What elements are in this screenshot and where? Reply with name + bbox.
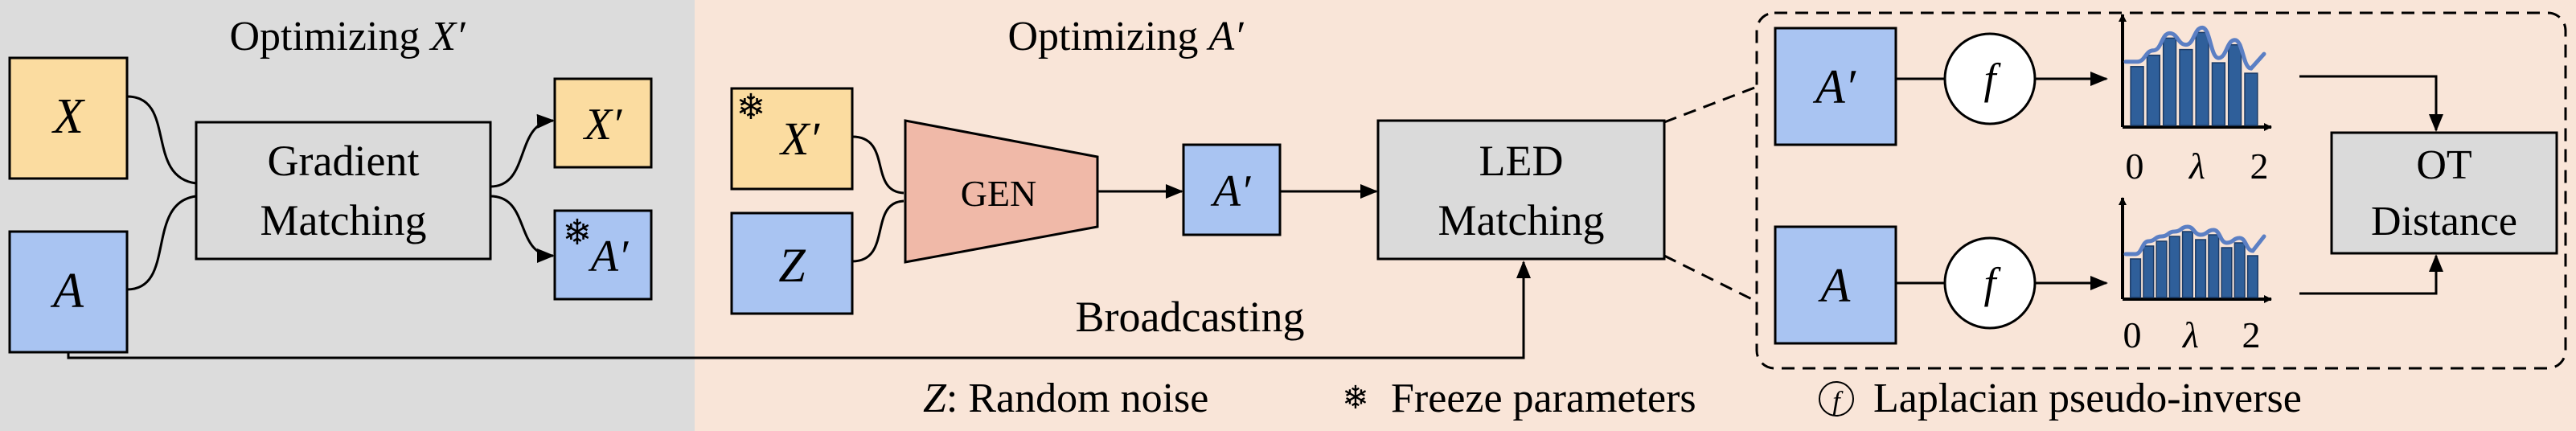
chart-top-tick-mid: λ — [2188, 146, 2205, 187]
arrow-gm-to-a-prime — [490, 195, 555, 263]
chart-bottom-bars — [2130, 231, 2258, 298]
snowflake-icon: ❄ — [563, 212, 593, 253]
input-a-box — [8, 230, 129, 354]
chart-top-bar-3 — [2179, 48, 2193, 126]
chart-top-bar-7 — [2244, 72, 2258, 126]
led-matching-line1: LED — [1479, 137, 1564, 185]
middle-title: Optimizing A′ — [1007, 14, 1245, 60]
led-matching-box — [1376, 119, 1666, 261]
legend-f-circle — [1819, 381, 1854, 417]
snowflake-icon: ❄ — [736, 87, 766, 128]
generator-shape — [904, 119, 1099, 264]
chart-bottom-bar-6 — [2208, 234, 2220, 298]
gradient-matching-box — [195, 121, 492, 261]
chart-top-bar-0 — [2130, 66, 2144, 126]
output-x-prime-box — [553, 77, 653, 169]
spectrum-input-a-prime-label: A′ — [1812, 60, 1856, 113]
chart-bottom-bar-1 — [2143, 245, 2155, 298]
led-detail-region — [1755, 11, 2567, 370]
chart-bottom-bar-4 — [2181, 231, 2193, 298]
arrow-gm-to-x-prime — [490, 113, 555, 188]
arrow-chart-bottom-to-ot — [2299, 254, 2443, 295]
chart-top-bar-2 — [2162, 37, 2177, 126]
chart-bottom-bar-7 — [2221, 247, 2233, 298]
chart-top-tick-start: 0 — [2126, 146, 2144, 187]
frozen-x-prime-label: X′ — [779, 113, 820, 165]
connector-x-to-gm — [126, 95, 197, 185]
chart-bottom-bar-8 — [2233, 242, 2246, 298]
arrow-chart-top-to-ot — [2299, 75, 2443, 132]
ot-distance-box — [2330, 131, 2558, 255]
chart-top-bar-6 — [2227, 43, 2242, 126]
connector-z-to-gen — [851, 199, 904, 263]
spectrum-input-a-prime-box — [1774, 27, 1897, 146]
broadcasting-label: Broadcasting — [1076, 293, 1305, 341]
frozen-x-prime-box — [730, 87, 854, 191]
chart-top-bars — [2130, 31, 2258, 126]
output-x-prime-label: X′ — [583, 100, 622, 150]
broadcasting-arrow — [67, 261, 1531, 359]
chart-top-bar-5 — [2211, 62, 2226, 126]
chart-bottom-tick-end: 2 — [2242, 314, 2261, 355]
generated-a-prime-box — [1182, 143, 1282, 236]
spectrum-input-a-label: A — [1818, 259, 1851, 312]
chart-bottom-tick-mid: λ — [2181, 314, 2199, 355]
input-x-label: X — [51, 89, 85, 144]
legend-laplacian: Laplacian pseudo-inverse — [1873, 376, 2302, 421]
chart-bottom-density-curve — [2123, 224, 2266, 257]
output-a-prime-label: A′ — [588, 232, 629, 281]
chart-bottom-bar-9 — [2246, 255, 2258, 298]
chart-top-tick-end: 2 — [2250, 146, 2269, 187]
ot-distance-line1: OT — [2416, 142, 2471, 188]
led-matching-line2: Matching — [1438, 196, 1605, 244]
legend-freeze: Freeze parameters — [1391, 376, 1696, 421]
noise-z-label: Z — [778, 239, 806, 292]
chart-top-bar-1 — [2146, 54, 2161, 126]
connector-a-to-gm — [126, 195, 197, 291]
gradient-matching-line2: Matching — [260, 196, 427, 244]
chart-bottom-tick-start: 0 — [2123, 314, 2142, 355]
chart-bottom-bar-0 — [2130, 258, 2142, 298]
zoom-connector-top — [1663, 85, 1758, 124]
chart-top-bar-4 — [2195, 31, 2209, 126]
chart-bottom-bar-5 — [2195, 239, 2207, 298]
output-a-prime-box — [553, 209, 653, 301]
chart-bottom-bar-2 — [2156, 240, 2168, 298]
chart-top-density-curve — [2123, 25, 2266, 71]
gradient-matching-line1: Gradient — [268, 137, 420, 185]
input-a-label: A — [50, 264, 84, 318]
generator-label: GEN — [961, 173, 1037, 214]
legend-noise: Z: Random noise — [923, 376, 1208, 421]
ot-distance-line2: Distance — [2371, 199, 2517, 244]
snowflake-icon: ❄ — [1342, 380, 1369, 417]
noise-z-box — [730, 211, 854, 315]
generated-a-prime-label: A′ — [1210, 166, 1251, 216]
input-x-box — [8, 56, 129, 180]
spectrum-input-a-box — [1774, 225, 1897, 345]
left-title: Optimizing X′ — [229, 14, 466, 60]
connector-x-to-gen — [851, 135, 904, 195]
zoom-connector-bottom — [1663, 254, 1758, 303]
chart-bottom-bar-3 — [2168, 236, 2180, 298]
